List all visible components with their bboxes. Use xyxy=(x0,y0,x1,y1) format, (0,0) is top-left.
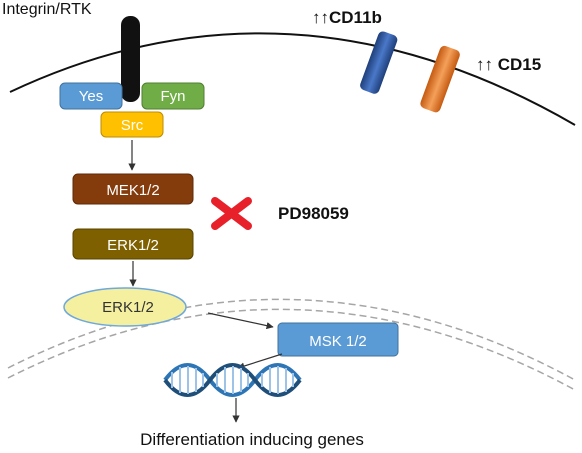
erk-nuclear-label: ERK1/2 xyxy=(102,299,154,316)
msk-label: MSK 1/2 xyxy=(309,333,367,350)
fyn-label: Fyn xyxy=(160,88,185,105)
mek-box xyxy=(72,173,194,205)
erk-cytoplasm-box xyxy=(72,228,194,260)
inhibitor-label: PD98059 xyxy=(278,204,349,223)
erk-nuclear-ellipse xyxy=(63,287,187,327)
mek-label: MEK1/2 xyxy=(106,182,159,199)
cd15-marker xyxy=(420,45,460,113)
cross-mark-icon xyxy=(211,197,252,230)
arrow-erk-to-msk xyxy=(207,312,274,330)
receptor-label: Integrin/RTK xyxy=(2,1,92,18)
src-label: Src xyxy=(121,117,144,134)
yes-box xyxy=(59,82,123,110)
src-box xyxy=(100,111,164,138)
cd11b-marker xyxy=(360,31,398,94)
cd11b-label: ↑↑CD11b xyxy=(312,8,382,27)
integrin-rtk-receptor xyxy=(121,16,140,102)
yes-label: Yes xyxy=(79,88,103,105)
cell-membrane xyxy=(9,32,576,126)
arrow-msk-to-dna xyxy=(237,353,283,370)
msk-box xyxy=(277,322,399,357)
dna-helix-icon xyxy=(163,363,302,397)
output-label: Differentiation inducing genes xyxy=(140,430,364,449)
erk-cytoplasm-label: ERK1/2 xyxy=(107,237,159,254)
fyn-box xyxy=(141,82,205,110)
cd15-label: ↑↑ CD15 xyxy=(476,55,541,74)
